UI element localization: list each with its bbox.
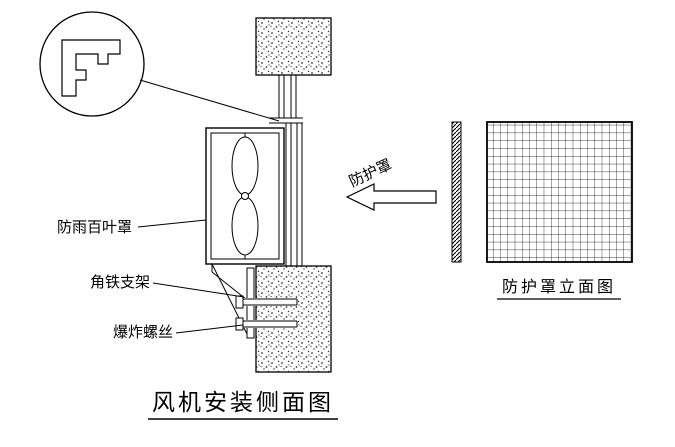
protective-screen-mesh	[486, 121, 633, 263]
top-flange	[269, 117, 303, 124]
mounting-plate-lines	[285, 123, 303, 266]
detail-leader-line	[139, 79, 280, 122]
fan-blades-icon	[231, 133, 259, 259]
angle-iron-detail-icon	[61, 39, 121, 97]
elevation-caption: 防护罩立面图	[502, 277, 616, 296]
elevation-view-drawing: 防护罩立面图	[451, 121, 633, 300]
rain-louver-label: 防雨百叶罩	[57, 218, 132, 236]
bottom-wall-section	[255, 265, 332, 373]
duct-lines	[278, 75, 297, 118]
side-view-drawing: 防护罩 防雨百叶罩 角铁支架 爆炸螺丝 风机安装侧面图	[39, 11, 437, 420]
detail-bubble	[39, 11, 280, 122]
angle-bracket-label: 角铁支架	[90, 273, 150, 291]
expansion-bolt-label: 爆炸螺丝	[113, 323, 173, 341]
expansion-bolt-leader	[175, 324, 244, 334]
expansion-bolt-upper	[235, 295, 298, 309]
expansion-bolt-lower	[235, 317, 298, 331]
part-labels: 防雨百叶罩 角铁支架 爆炸螺丝	[57, 218, 245, 341]
rain-louver-leader	[137, 219, 207, 228]
top-wall-section	[255, 17, 332, 76]
angle-bracket-leader	[152, 282, 245, 298]
side-view-caption: 风机安装侧面图	[152, 390, 334, 416]
expansion-bolts	[235, 295, 298, 331]
side-hatched-bar	[451, 121, 462, 263]
left-arrow-icon	[345, 183, 437, 211]
